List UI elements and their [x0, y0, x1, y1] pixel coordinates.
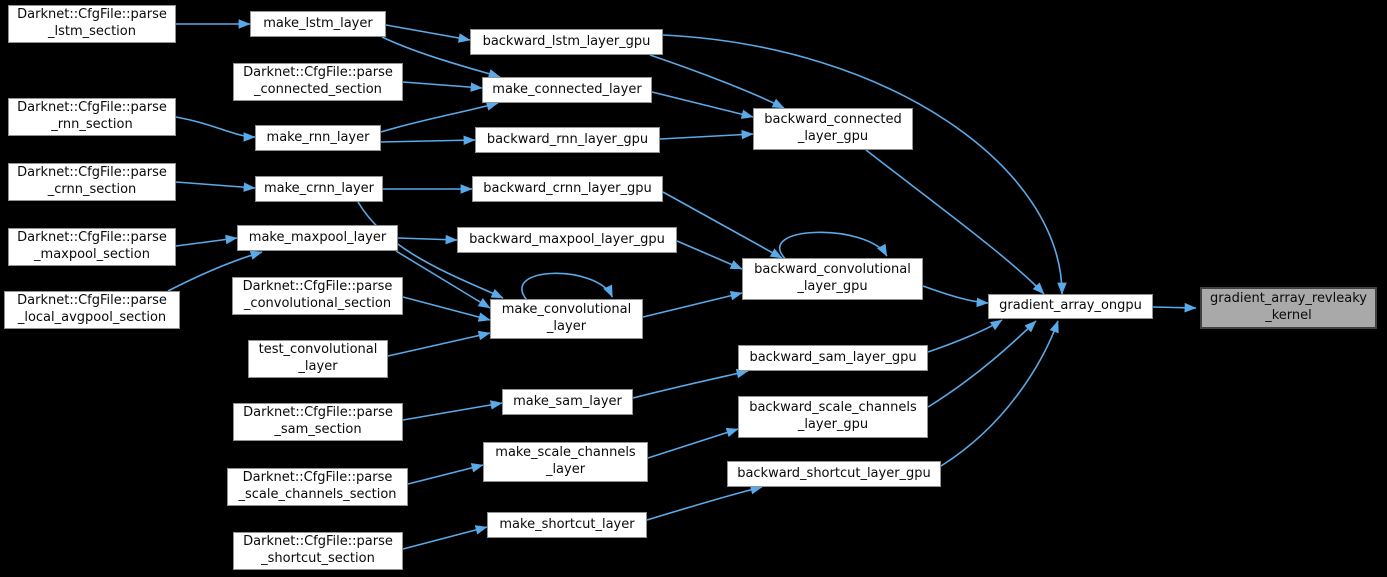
node-make-lstm-layer[interactable]: make_lstm_layer — [250, 11, 386, 37]
edge-parse-crnn-section-to-make-crnn-layer — [175, 181, 256, 192]
node-make-convolutional-layer[interactable]: make_convolutional _layer — [490, 299, 643, 339]
node-parse-rnn-section[interactable]: Darknet::CfgFile::parse _rnn_section — [8, 98, 176, 136]
node-make-maxpool-layer[interactable]: make_maxpool_layer — [237, 225, 398, 251]
node-backward-shortcut-layer-gpu[interactable]: backward_shortcut_layer_gpu — [727, 461, 941, 487]
edge-backward-lstm-layer-gpu-to-backward-connected-layer-gpu — [649, 54, 785, 109]
node-parse-scale-channels-section[interactable]: Darknet::CfgFile::parse _scale_channels_… — [227, 468, 408, 506]
node-backward-rnn-layer-gpu[interactable]: backward_rnn_layer_gpu — [475, 127, 660, 153]
edge-make-maxpool-layer-to-backward-maxpool-layer-gpu — [397, 234, 458, 245]
node-test-convolutional-layer[interactable]: test_convolutional _layer — [248, 340, 388, 378]
node-parse-shortcut-section[interactable]: Darknet::CfgFile::parse _shortcut_sectio… — [233, 532, 403, 570]
edge-make-lstm-layer-to-backward-lstm-layer-gpu — [385, 24, 471, 43]
node-backward-scale-channels-layer-gpu[interactable]: backward_scale_channels _layer_gpu — [738, 396, 928, 438]
edge-backward-shortcut-layer-gpu-to-gradient-array-ongpu — [940, 320, 1059, 467]
edge-backward-crnn-layer-gpu-to-backward-convolutional-layer-gpu — [662, 191, 783, 259]
edge-backward-convolutional-layer-gpu-self-loop — [778, 231, 888, 260]
edge-parse-sam-section-to-make-sam-layer — [402, 400, 503, 421]
node-make-crnn-layer[interactable]: make_crnn_layer — [255, 176, 383, 202]
node-backward-sam-layer-gpu[interactable]: backward_sam_layer_gpu — [738, 345, 928, 371]
edge-backward-convolutional-layer-gpu-to-gradient-array-ongpu — [922, 285, 989, 308]
node-parse-lstm-section[interactable]: Darknet::CfgFile::parse _lstm_section — [8, 5, 176, 43]
edge-make-sam-layer-to-backward-sam-layer-gpu — [632, 368, 749, 399]
edge-make-connected-layer-to-backward-connected-layer-gpu — [651, 91, 754, 119]
edge-make-shortcut-layer-to-backward-shortcut-layer-gpu — [646, 485, 763, 521]
edge-backward-scale-channels-layer-gpu-to-gradient-array-ongpu — [927, 320, 1037, 408]
node-parse-connected-section[interactable]: Darknet::CfgFile::parse _connected_secti… — [233, 63, 403, 101]
node-backward-crnn-layer-gpu[interactable]: backward_crnn_layer_gpu — [472, 176, 663, 202]
edge-make-rnn-layer-to-backward-rnn-layer-gpu — [380, 135, 476, 146]
edge-parse-convolutional-section-to-make-convolutional-layer — [402, 296, 491, 322]
edge-parse-connected-section-to-make-connected-layer — [402, 81, 483, 92]
edge-backward-connected-layer-gpu-to-gradient-array-ongpu — [865, 149, 1045, 295]
edge-backward-sam-layer-gpu-to-gradient-array-ongpu — [927, 319, 1003, 353]
edge-make-maxpool-layer-to-make-convolutional-layer — [395, 250, 491, 309]
edge-parse-local-avgpool-section-to-make-maxpool-layer — [167, 250, 263, 292]
node-make-rnn-layer[interactable]: make_rnn_layer — [255, 125, 381, 151]
edge-gradient-array-ongpu-to-gradient-array-revleaky-kernel — [1152, 302, 1197, 313]
node-gradient-array-revleaky-kernel: gradient_array_revleaky _kernel — [1200, 287, 1377, 329]
node-make-shortcut-layer[interactable]: make_shortcut_layer — [487, 512, 647, 538]
edge-backward-rnn-layer-gpu-to-backward-connected-layer-gpu — [659, 129, 754, 140]
node-parse-sam-section[interactable]: Darknet::CfgFile::parse _sam_section — [233, 403, 403, 441]
edge-make-scale-channels-layer-to-backward-scale-channels-layer-gpu — [647, 427, 739, 459]
edge-parse-shortcut-section-to-make-shortcut-layer — [402, 525, 488, 550]
node-make-sam-layer[interactable]: make_sam_layer — [502, 389, 633, 415]
node-parse-maxpool-section[interactable]: Darknet::CfgFile::parse _maxpool_section — [8, 228, 176, 266]
node-backward-maxpool-layer-gpu[interactable]: backward_maxpool_layer_gpu — [457, 227, 677, 253]
edge-parse-maxpool-section-to-make-maxpool-layer — [175, 234, 238, 247]
edge-make-crnn-layer-to-make-convolutional-layer — [357, 201, 504, 299]
node-gradient-array-ongpu[interactable]: gradient_array_ongpu — [988, 294, 1153, 319]
edge-make-convolutional-layer-to-backward-convolutional-layer-gpu — [642, 291, 743, 318]
node-make-connected-layer[interactable]: make_connected_layer — [482, 77, 652, 103]
edge-parse-scale-channels-section-to-make-scale-channels-layer — [407, 463, 484, 485]
node-make-scale-channels-layer[interactable]: make_scale_channels _layer — [483, 442, 648, 482]
edge-backward-lstm-layer-gpu-to-gradient-array-ongpu — [662, 34, 1067, 295]
edge-make-rnn-layer-to-make-connected-layer — [380, 101, 499, 133]
edge-make-lstm-layer-to-make-connected-layer — [381, 36, 501, 79]
node-parse-convolutional-section[interactable]: Darknet::CfgFile::parse _convolutional_s… — [232, 277, 403, 315]
edge-make-convolutional-layer-self-loop — [521, 272, 614, 301]
edge-backward-maxpool-layer-gpu-to-backward-convolutional-layer-gpu — [676, 240, 743, 270]
node-parse-local-avgpool-section[interactable]: Darknet::CfgFile::parse _local_avgpool_s… — [4, 291, 180, 329]
node-backward-convolutional-layer-gpu[interactable]: backward_convolutional _layer_gpu — [742, 258, 923, 300]
node-backward-connected-layer-gpu[interactable]: backward_connected _layer_gpu — [753, 108, 913, 150]
edge-parse-rnn-section-to-make-rnn-layer — [175, 116, 256, 142]
node-parse-crnn-section[interactable]: Darknet::CfgFile::parse _crnn_section — [8, 163, 176, 201]
edge-test-convolutional-layer-to-make-convolutional-layer — [387, 330, 491, 357]
node-backward-lstm-layer-gpu[interactable]: backward_lstm_layer_gpu — [470, 29, 663, 55]
